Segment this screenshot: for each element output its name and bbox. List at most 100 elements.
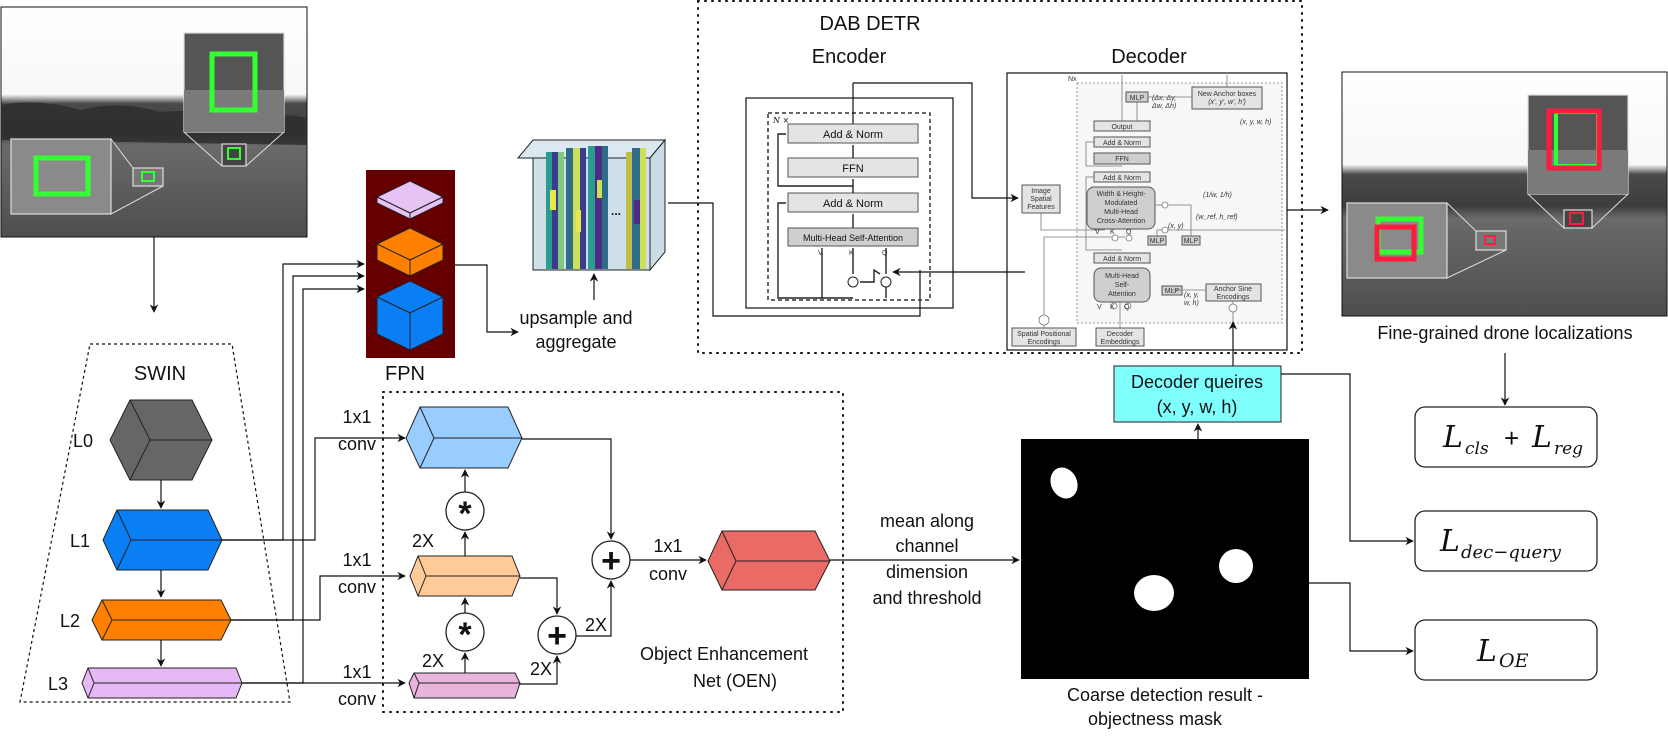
input-zoom-inset-right — [183, 32, 285, 167]
swin-level-l1: L1 — [70, 509, 223, 571]
conv-label: conv — [338, 689, 376, 709]
plus-icon: + — [601, 542, 621, 580]
oen-output-feature — [707, 530, 831, 591]
block-label: (x', y', w', h') — [1208, 99, 1246, 106]
mask-caption-line1: Coarse detection result - — [1067, 685, 1263, 705]
block-label: Multi-Head — [1105, 273, 1139, 280]
block-label: Modulated — [1105, 200, 1138, 207]
multiply-icon: * — [458, 495, 472, 533]
level-label: L3 — [48, 674, 68, 694]
input-k-label: K — [1110, 304, 1115, 311]
input-q-label: Q — [1124, 304, 1130, 311]
conv-label: 1x1 — [342, 550, 371, 570]
block-label: New Anchor boxes — [1198, 91, 1257, 98]
loss-subscript: cls — [1465, 439, 1489, 459]
pred-box — [1374, 224, 1417, 262]
decoder-ffn — [1093, 152, 1151, 165]
add-op-top: + — [591, 540, 631, 580]
input-v-label: V — [1095, 229, 1100, 236]
mask-blob — [1219, 549, 1253, 583]
input-q-label: Q — [882, 250, 888, 257]
loss-dec-query: L dec−query — [1414, 510, 1598, 572]
swin-level-l0: L0 — [73, 399, 213, 481]
decoder-queries-line1: Decoder queires — [1131, 372, 1263, 392]
conv-label: conv — [649, 564, 687, 584]
decoder-title: Decoder — [1111, 46, 1187, 68]
block-label: Anchor Sine — [1214, 286, 1252, 293]
output-image: Fine-grained drone localizations — [1341, 71, 1668, 343]
block-label: FFN — [842, 163, 863, 175]
encoder: N × Add & Norm FFN Add & Norm Multi-Head… — [745, 82, 1025, 309]
fpn-block: FPN — [366, 170, 455, 385]
xywh-small-label: w, h) — [1184, 300, 1199, 307]
anchor-sine-encodings — [1205, 283, 1262, 302]
block-label: MLP — [1165, 288, 1180, 295]
block-label: Add & Norm — [823, 129, 883, 141]
block-label: Multi-Head — [1104, 209, 1138, 216]
arrow-queries-to-loss — [1281, 373, 1414, 546]
loss-subscript: reg — [1554, 439, 1583, 459]
pred-box — [1546, 108, 1602, 171]
mean-text-line: mean along — [880, 511, 974, 531]
input-v-label: V — [818, 250, 823, 257]
block-label: Cross-Attention — [1097, 218, 1145, 225]
input-zoom-inset-left — [10, 138, 164, 215]
mask-blob — [1134, 575, 1174, 611]
block-label: Output — [1111, 124, 1132, 131]
dab-detr-title: DAB DETR — [819, 13, 920, 35]
block-label: Features — [1027, 204, 1055, 211]
level-label: L2 — [60, 611, 80, 631]
block-label: Embeddings — [1101, 339, 1140, 346]
objectness-mask: Coarse detection result - objectness mas… — [1021, 439, 1309, 729]
channel-ellipsis: ... — [611, 204, 621, 218]
swin-backbone: SWIN L0 L1 L2 L3 — [19, 343, 291, 703]
wh-ref-label: (w_ref, h_ref) — [1196, 214, 1238, 221]
add-op-bottom: + — [537, 615, 577, 655]
loss-symbol: L — [1476, 634, 1497, 669]
fpn-title: FPN — [385, 363, 425, 385]
level-label: L0 — [73, 431, 93, 451]
block-label: Spatial — [1030, 196, 1052, 203]
conv-label: 1x1 — [342, 662, 371, 682]
upsample-factor-label: 2X — [585, 615, 607, 635]
mean-threshold-label: mean along channel dimension and thresho… — [872, 511, 981, 608]
xy-label: (x, y) — [1168, 223, 1184, 230]
block-label: Decoder — [1107, 331, 1134, 338]
delta-label: (Δx, Δy, — [1152, 95, 1176, 102]
upsample-factor-label: 2X — [422, 651, 444, 671]
arrow-mask-to-loss-oe — [1309, 582, 1414, 656]
gt-box — [33, 155, 91, 197]
swin-dashed-frame — [19, 343, 291, 703]
block-label: Image — [1031, 188, 1051, 195]
output-caption: Fine-grained drone localizations — [1377, 323, 1632, 343]
feature-volume: ... — [516, 138, 667, 272]
mask-blob — [1050, 467, 1078, 499]
block-label: Multi-Head Self-Attention — [803, 233, 903, 243]
mask-caption-line2: objectness mask — [1088, 709, 1223, 729]
plus-icon: + — [547, 617, 567, 655]
conv-label: 1x1 — [342, 407, 371, 427]
decoder-self-attention — [1093, 267, 1151, 303]
mean-text-line: and threshold — [872, 588, 981, 608]
block-label: Add & Norm — [1103, 256, 1141, 263]
oen-dotted-frame — [382, 391, 844, 713]
conv-label: conv — [338, 434, 376, 454]
upsample-label-line2: aggregate — [535, 332, 616, 352]
dab-detr-dotted-frame — [697, 0, 1303, 354]
input-image — [0, 6, 308, 238]
block-label: MLP — [1130, 95, 1145, 102]
input-v-label: V — [1097, 304, 1102, 311]
decoder-cross-attention — [1086, 186, 1156, 230]
block-label: Self- — [1115, 282, 1130, 289]
oen-block: 1x1 conv 1x1 conv 1x1 conv — [222, 391, 844, 713]
dab-detr-block: DAB DETR Encoder Decoder N × Add & Norm … — [697, 0, 1303, 354]
input-k-label: K — [849, 250, 854, 257]
block-label: Encodings — [1217, 294, 1250, 301]
xywh-small-label: (x, y, — [1184, 292, 1199, 299]
oen-title-line1: Object Enhancement — [640, 644, 808, 664]
block-label: MLP — [1184, 238, 1199, 245]
decoder-add-norm-1 — [1093, 252, 1151, 264]
input-k-label: K — [1110, 229, 1115, 236]
loss-cls-reg: L cls + L reg — [1414, 406, 1598, 468]
output-zoom-inset-left — [1346, 202, 1507, 279]
